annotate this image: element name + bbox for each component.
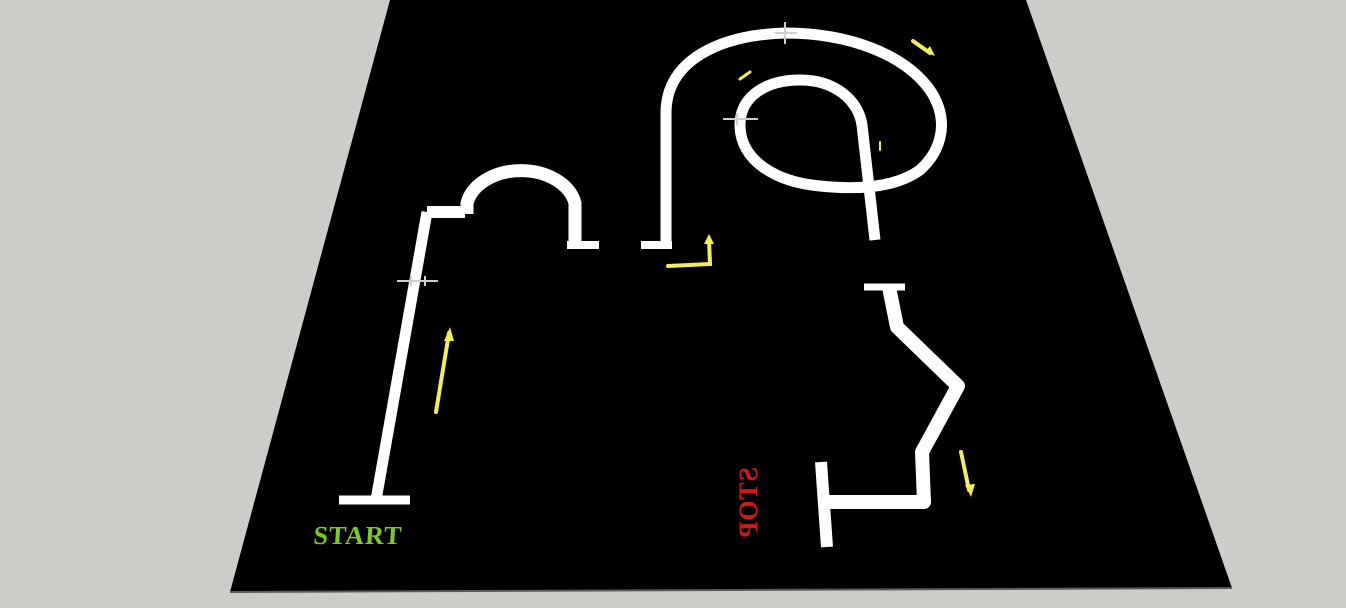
track-mat (230, 0, 1232, 592)
direction-arrow-icon (959, 450, 975, 497)
checkpoint-markers (397, 22, 797, 286)
direction-arrow-icon (666, 234, 714, 268)
direction-arrow-icon (911, 39, 935, 56)
checkpoint-marker-icon (397, 276, 438, 286)
start-label: START (313, 521, 404, 550)
stop-label: STOP (734, 467, 763, 538)
track-segment-zigzag (828, 285, 965, 509)
checkpoint-marker-icon (775, 22, 797, 44)
checkpoint-marker-icon (723, 113, 758, 125)
track-segment-1 (370, 211, 433, 501)
direction-arrow-icon (434, 327, 454, 414)
direction-arrow-icon (738, 70, 752, 81)
mat-bottom-edge (229, 587, 1233, 593)
track-arc-1 (460, 164, 582, 245)
direction-arrows (434, 39, 975, 497)
stop-line (815, 461, 833, 548)
